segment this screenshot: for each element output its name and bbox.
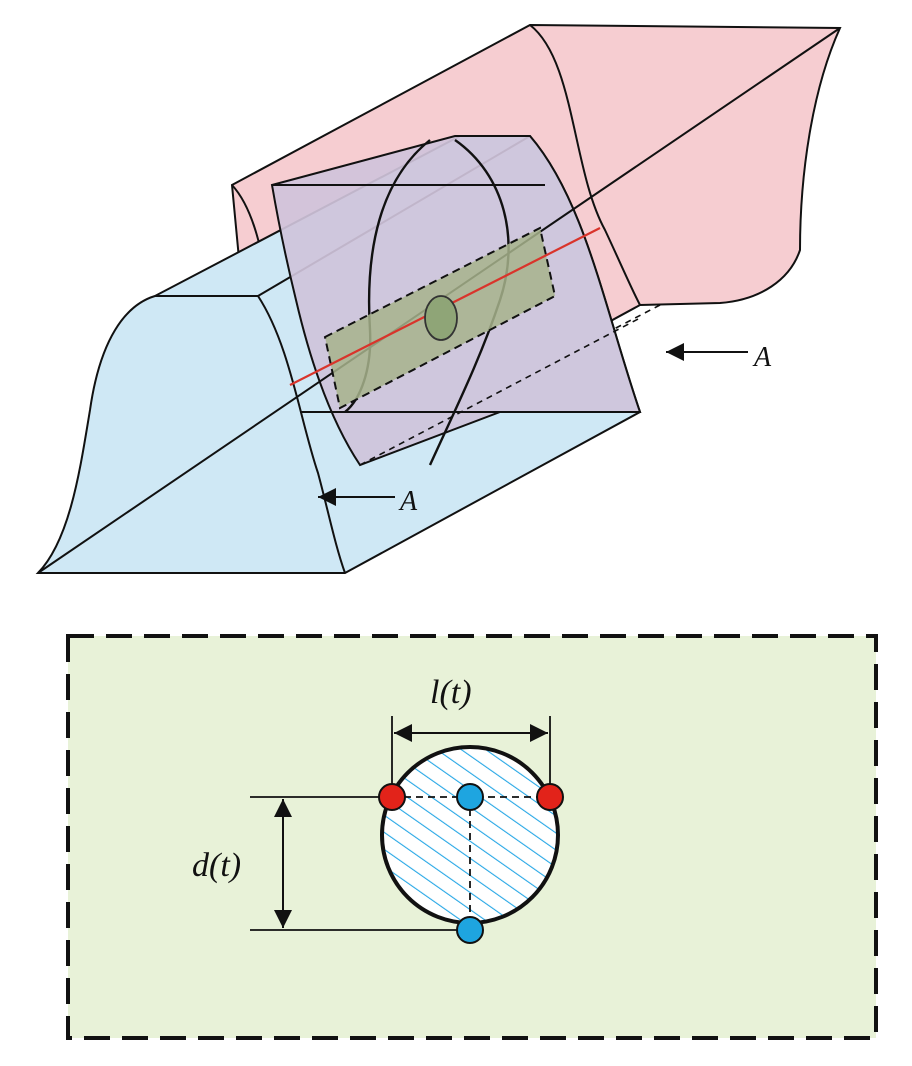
blue-point-bottom <box>456 916 484 944</box>
width-label: l(t) <box>430 674 472 711</box>
section-label-right: A <box>752 342 772 373</box>
section-view: l(t) d(t) <box>66 634 878 1040</box>
red-point-right <box>536 783 564 811</box>
3d-view: A A <box>35 23 842 574</box>
section-label-left: A <box>398 486 418 517</box>
depth-label: d(t) <box>192 847 241 884</box>
pink-prism-far-face <box>529 24 641 306</box>
blue-point-top <box>456 783 484 811</box>
red-point-left <box>378 783 406 811</box>
weld-nugget <box>424 295 458 341</box>
blue-prism-front-face <box>155 295 346 574</box>
overlap-hidden-edge <box>359 317 641 466</box>
